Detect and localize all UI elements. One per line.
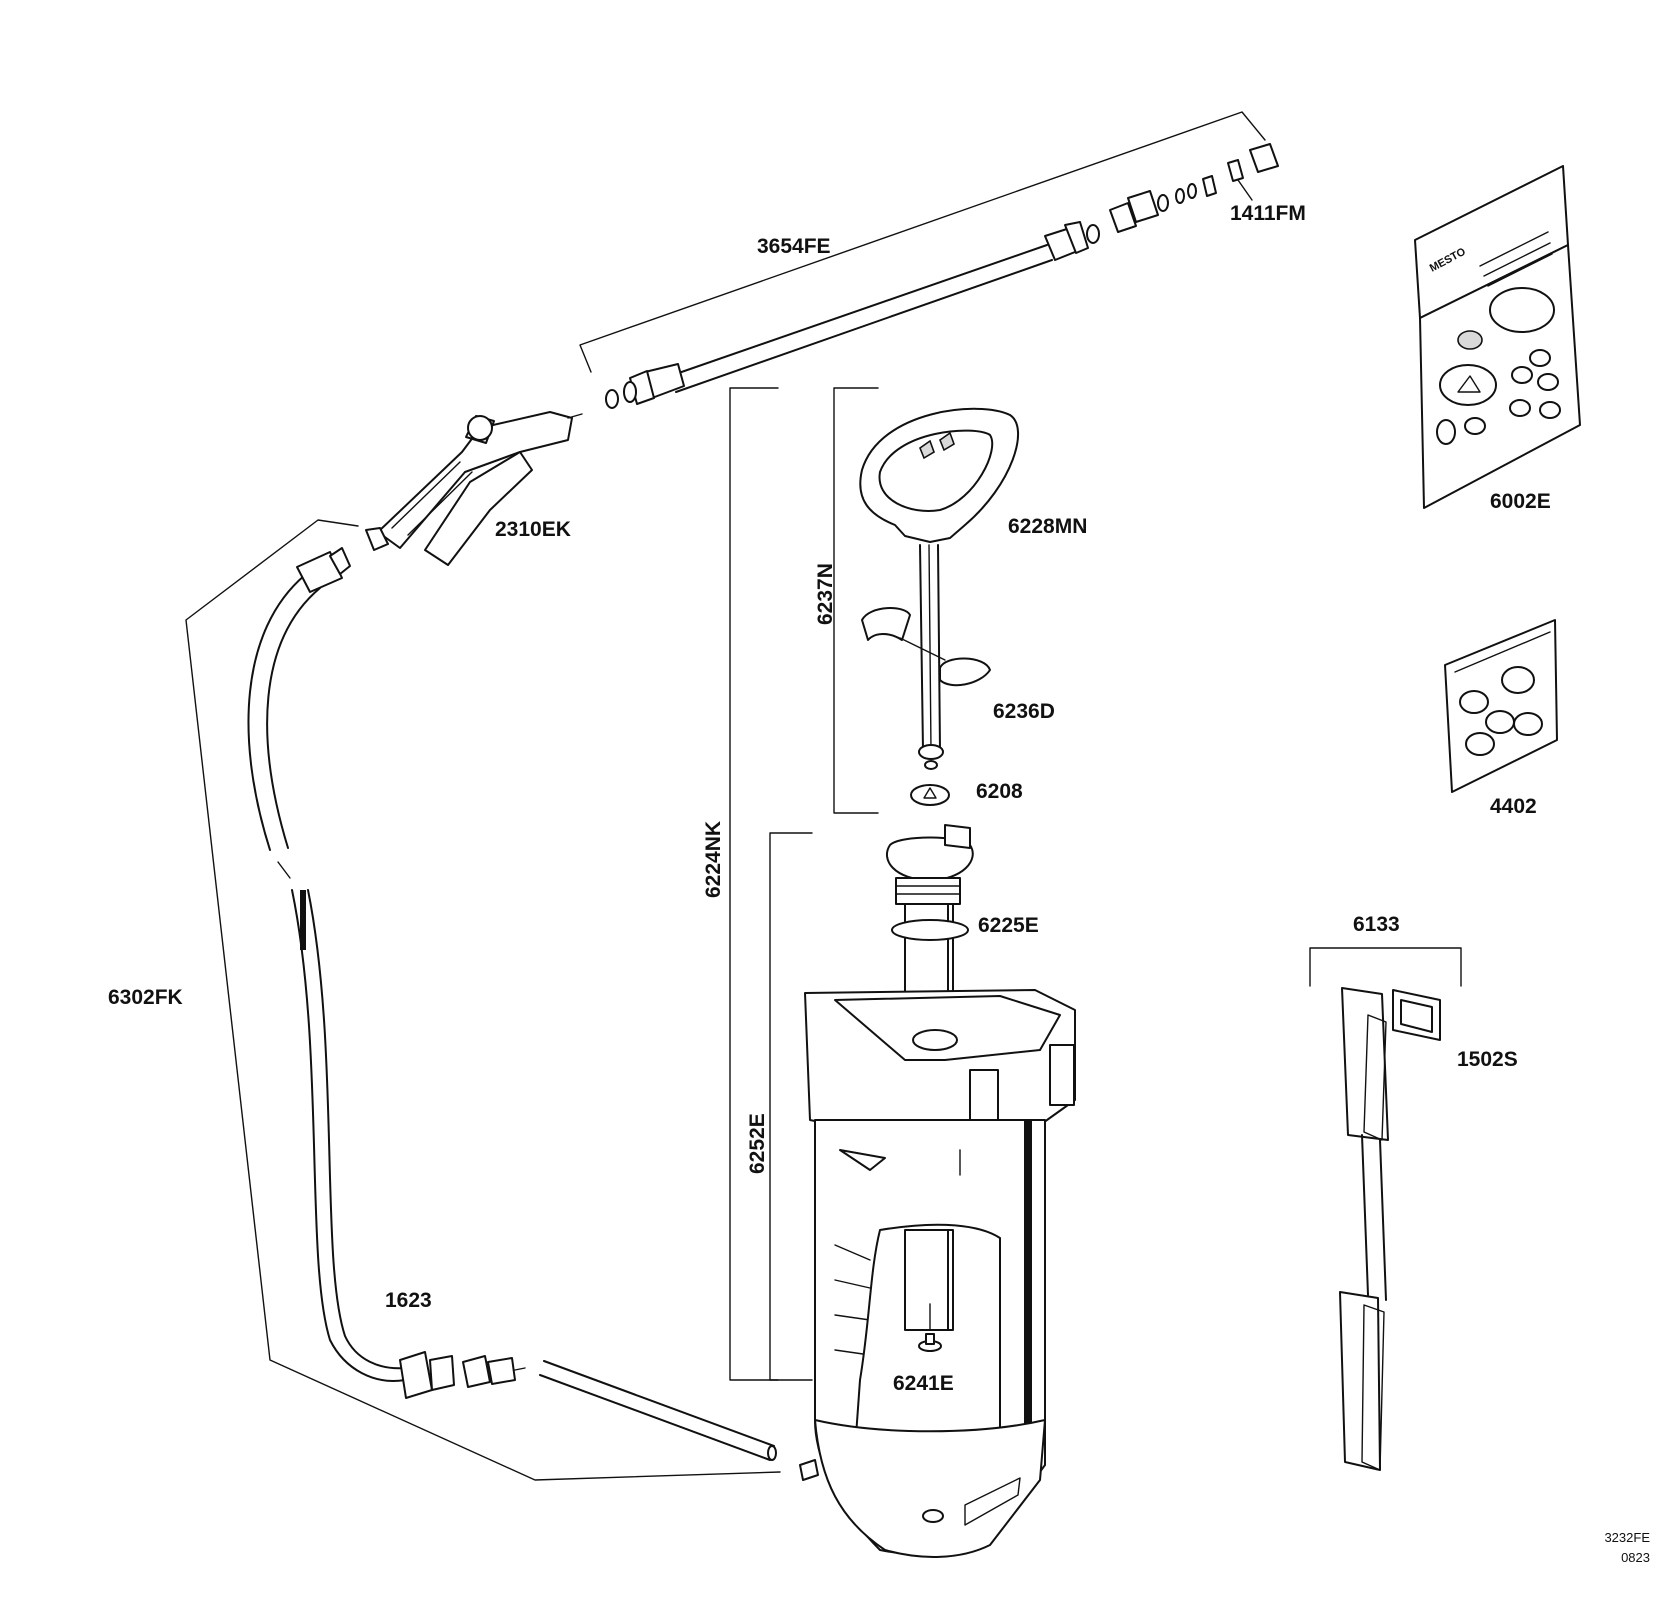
part-label-6236D: 6236D (993, 700, 1055, 723)
part-label-2310EK: 2310EK (495, 518, 571, 541)
part-label-3654FE: 3654FE (757, 235, 831, 258)
part-label-6237N: 6237N (814, 563, 837, 625)
spray-gun-part (365, 411, 583, 566)
part-label-6228MN: 6228MN (1008, 515, 1087, 538)
part-label-6208: 6208 (976, 780, 1023, 803)
part-label-1502S: 1502S (1457, 1048, 1518, 1071)
part-label-6133: 6133 (1353, 913, 1400, 936)
part-label-6224NK: 6224NK (702, 821, 725, 898)
part-label-6252E: 6252E (746, 1113, 769, 1174)
drawing-date: 0823 (1621, 1550, 1650, 1565)
part-label-6241E: 6241E (893, 1372, 954, 1395)
spray-lance-part (579, 111, 1279, 409)
drawing-code: 3232FE (1604, 1530, 1650, 1545)
part-label-6002E: 6002E (1490, 490, 1551, 513)
part-label-6302FK: 6302FK (108, 986, 183, 1009)
tank-assembly-part (729, 387, 1076, 1558)
valve-6208-part (910, 784, 950, 806)
part-label-4402: 4402 (1490, 795, 1537, 818)
part-label-1411FM: 1411FM (1230, 202, 1306, 225)
pump-assembly-part (833, 387, 1019, 814)
part-label-6225E: 6225E (978, 914, 1039, 937)
seal-kit-card-part: MESTO (1414, 165, 1581, 509)
filter-card-part (1444, 619, 1558, 793)
part-label-1623: 1623 (385, 1289, 432, 1312)
hose-assembly-part (185, 519, 781, 1481)
carry-strap-part (1309, 947, 1462, 1471)
